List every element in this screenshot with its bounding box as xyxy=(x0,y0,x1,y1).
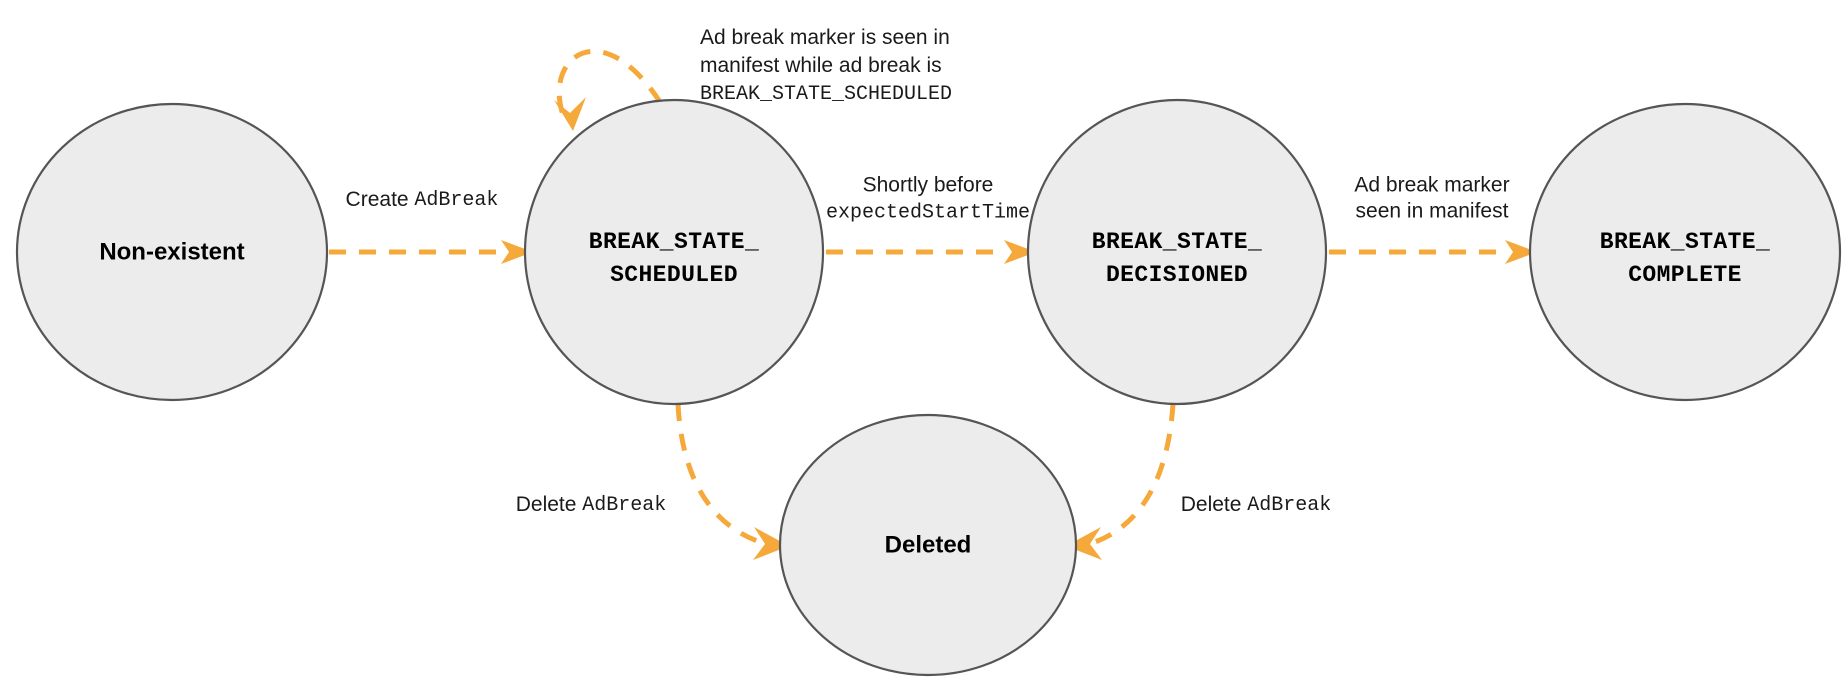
edge-label-shortly-before-line1: Shortly before xyxy=(863,174,994,197)
svg-text:Delete AdBreak: Delete AdBreak xyxy=(516,493,667,518)
state-node-break-state-decisioned[interactable]: BREAK_STATE_ DECISIONED xyxy=(1026,98,1328,406)
node-shape-break-state-scheduled xyxy=(523,98,825,406)
edge-shortly-before-arrowhead xyxy=(1004,240,1036,264)
node-label-break-state-scheduled-line1: BREAK_STATE_ xyxy=(589,229,759,255)
edge-label-marker-seen-line1: Ad break marker xyxy=(1354,174,1509,197)
edge-label-delete-from-scheduled: Delete AdBreak xyxy=(516,493,667,518)
edge-marker-seen-arrowhead xyxy=(1505,240,1537,264)
edge-delete-decisioned-path xyxy=(1094,403,1176,545)
edge-label-shortly-before: Shortly before expectedStartTime xyxy=(826,174,1030,225)
node-label-break-state-complete-line2: COMPLETE xyxy=(1628,262,1742,288)
state-node-break-state-scheduled[interactable]: BREAK_STATE_ SCHEDULED xyxy=(523,98,825,406)
state-node-break-state-complete[interactable]: BREAK_STATE_ COMPLETE xyxy=(1528,102,1842,402)
node-label-deleted: Deleted xyxy=(885,531,972,558)
edge-self-loop-arrowhead xyxy=(554,97,586,131)
edge-label-marker-seen-line2: seen in manifest xyxy=(1356,200,1509,223)
node-label-break-state-scheduled-line2: SCHEDULED xyxy=(610,262,738,288)
node-shape-break-state-complete xyxy=(1528,102,1842,402)
node-label-break-state-complete-line1: BREAK_STATE_ xyxy=(1600,229,1770,255)
edge-delete-scheduled-path xyxy=(675,403,761,545)
edge-shortly-before xyxy=(826,240,1036,264)
annotation-self-loop-scheduled: Ad break marker is seen in manifest whil… xyxy=(700,26,952,106)
svg-text:Delete AdBreak: Delete AdBreak xyxy=(1181,493,1332,518)
edge-marker-seen-in-manifest xyxy=(1329,240,1537,264)
state-node-deleted[interactable]: Deleted xyxy=(778,413,1078,677)
edge-label-delete-decisioned-plain: Delete xyxy=(1181,493,1248,516)
node-label-break-state-decisioned-line1: BREAK_STATE_ xyxy=(1092,229,1262,255)
edge-delete-from-scheduled xyxy=(675,403,789,560)
state-node-non-existent[interactable]: Non-existent xyxy=(15,102,329,402)
node-shape-break-state-decisioned xyxy=(1026,98,1328,406)
edge-label-delete-decisioned-mono: AdBreak xyxy=(1247,494,1331,517)
edge-label-marker-seen-in-manifest: Ad break marker seen in manifest xyxy=(1354,174,1509,223)
edge-label-delete-scheduled-plain: Delete xyxy=(516,493,583,516)
edge-self-loop-path xyxy=(556,48,663,121)
annotation-self-loop-line3: BREAK_STATE_SCHEDULED xyxy=(700,83,952,106)
node-label-non-existent: Non-existent xyxy=(99,238,244,265)
edge-create-arrowhead xyxy=(501,240,533,264)
edge-label-create-mono: AdBreak xyxy=(414,189,498,212)
edge-label-delete-from-decisioned: Delete AdBreak xyxy=(1181,493,1332,518)
edge-label-create-plain: Create xyxy=(346,188,415,211)
edge-delete-from-decisioned xyxy=(1066,403,1176,560)
edge-label-create-adbreak: Create AdBreak xyxy=(346,188,499,213)
node-label-break-state-decisioned-line2: DECISIONED xyxy=(1106,262,1248,288)
node-shape-deleted xyxy=(778,413,1078,677)
edge-label-delete-scheduled-mono: AdBreak xyxy=(582,494,666,517)
edge-delete-scheduled-arrowhead xyxy=(753,527,789,560)
edge-self-loop-scheduled xyxy=(554,48,663,131)
edge-create-adbreak xyxy=(329,240,533,264)
annotation-self-loop-line2: manifest while ad break is xyxy=(700,54,942,77)
node-shape-non-existent xyxy=(15,102,329,402)
edge-delete-decisioned-arrowhead xyxy=(1066,527,1102,560)
edge-label-shortly-before-line2: expectedStartTime xyxy=(826,201,1030,224)
annotation-self-loop-line1: Ad break marker is seen in xyxy=(700,26,950,49)
svg-text:Create AdBreak: Create AdBreak xyxy=(346,188,499,213)
